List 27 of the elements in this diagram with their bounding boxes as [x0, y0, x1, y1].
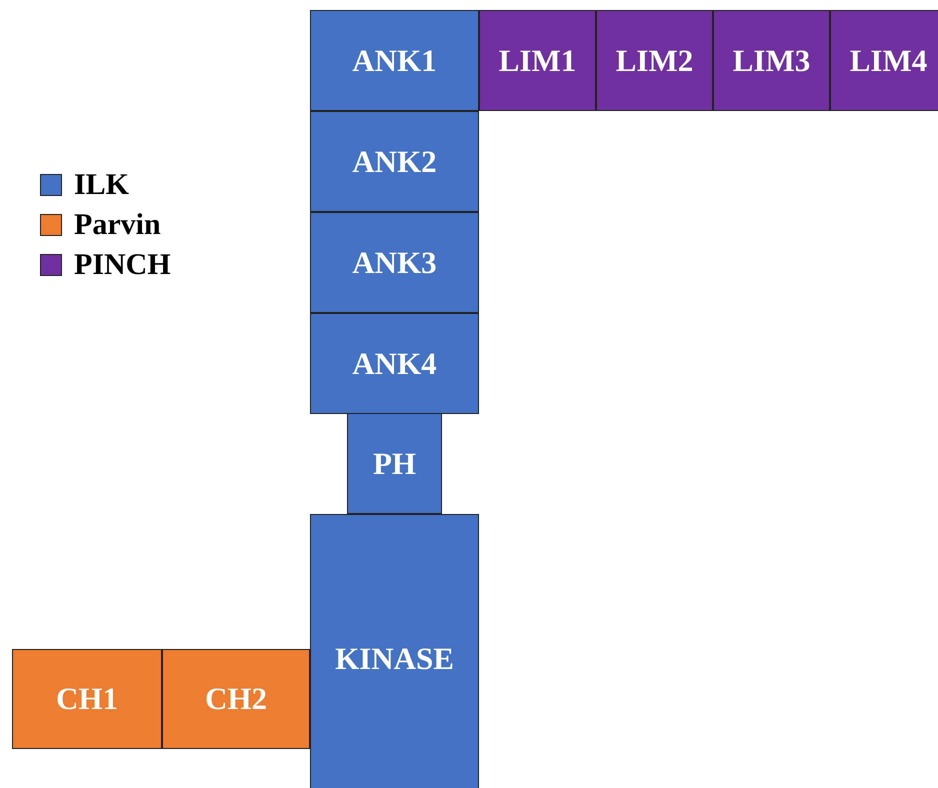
domain-label: ANK2 — [352, 144, 437, 180]
domain-label: CH2 — [205, 681, 267, 717]
domain-label: KINASE — [335, 641, 454, 677]
domain-box — [310, 111, 479, 212]
domain-box — [713, 10, 830, 111]
domain-label: PH — [372, 446, 416, 482]
domain-box — [596, 10, 713, 111]
legend-text: ILK — [74, 170, 130, 200]
domain-label: ANK1 — [352, 42, 437, 78]
domain-label: CH1 — [56, 681, 118, 717]
domain-box — [347, 413, 442, 514]
domain-label: LIM3 — [732, 42, 810, 78]
domain-box — [12, 649, 162, 749]
domain-box — [310, 514, 479, 788]
domain-box — [479, 10, 596, 111]
domain-box — [310, 212, 479, 313]
domain-label: ANK4 — [352, 346, 437, 382]
domain-box — [830, 10, 938, 111]
domain-box — [310, 10, 479, 111]
legend-text: PINCH — [74, 250, 171, 280]
domain-label: ANK3 — [352, 244, 437, 280]
legend-text: Parvin — [74, 210, 161, 240]
domain-label: LIM4 — [850, 42, 928, 78]
domain-box — [162, 649, 310, 749]
domain-label: LIM2 — [616, 42, 694, 78]
domain-label: LIM1 — [498, 42, 576, 78]
domain-box — [310, 313, 479, 414]
